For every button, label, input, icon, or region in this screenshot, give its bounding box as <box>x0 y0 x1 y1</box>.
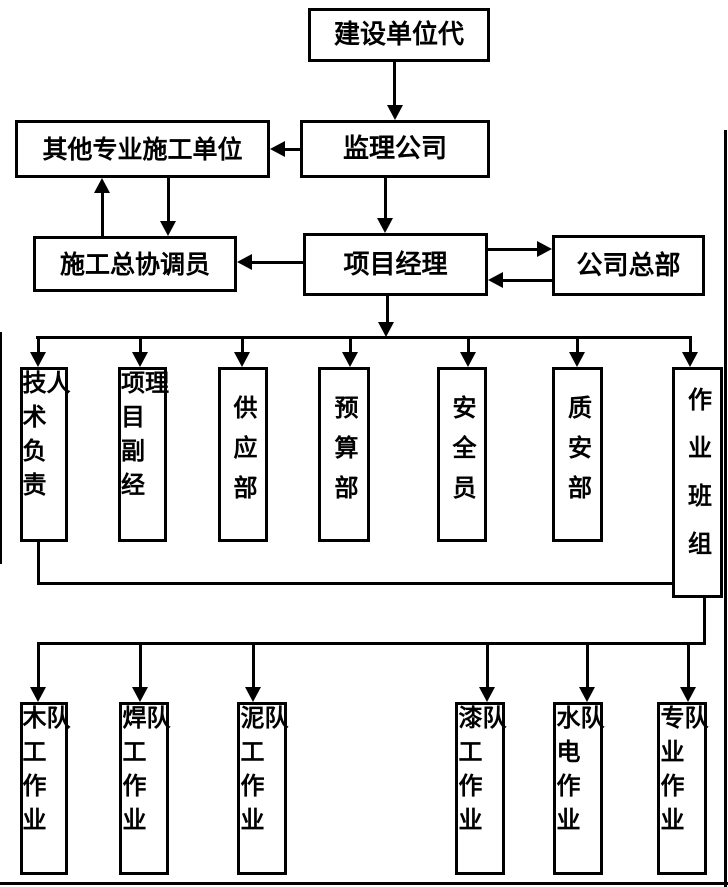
arrowhead-left <box>270 141 285 157</box>
node-plumbing-electrical-team: 水电作业队 <box>552 702 604 875</box>
arrowhead-right <box>537 241 552 257</box>
connector-line <box>503 279 552 282</box>
connector-line <box>576 339 579 353</box>
connector-line <box>687 645 690 688</box>
node-welding-team-label: 焊工作业队 <box>118 705 170 841</box>
connector-line <box>241 339 244 353</box>
arrowhead-down <box>234 352 250 367</box>
connector-line <box>486 645 489 688</box>
arrowhead-down <box>378 322 394 337</box>
node-masonry-team-label: 泥工作业队 <box>236 705 288 841</box>
node-company-headquarters: 公司总部 <box>552 235 705 296</box>
node-quality-safety-dept: 质安部 <box>552 367 603 542</box>
node-specialty-team-label: 专业作业队 <box>656 705 708 841</box>
arrowhead-left <box>237 254 252 270</box>
node-other-specialty-contractors: 其他专业施工单位 <box>15 120 270 178</box>
arrowhead-down <box>132 352 148 367</box>
connector-line <box>349 339 352 353</box>
node-construction-coordinator: 施工总协调员 <box>33 236 237 292</box>
arrowhead-down <box>569 352 585 367</box>
connector-line <box>139 339 142 353</box>
node-supply-dept-label: 供应部 <box>229 394 257 515</box>
node-painting-team: 漆工作业队 <box>454 702 506 875</box>
node-supply-dept: 供应部 <box>218 367 268 542</box>
node-supervision-company-label: 监理公司 <box>342 134 447 164</box>
arrowhead-left <box>488 272 503 288</box>
connector-line <box>101 192 104 236</box>
node-carpentry-team: 木工作业队 <box>18 702 70 875</box>
connector-line <box>703 598 706 644</box>
connector-line <box>37 582 673 585</box>
arrowhead-down <box>245 687 261 702</box>
connector-line <box>252 261 303 264</box>
node-quality-safety-dept-label: 质安部 <box>563 394 592 515</box>
connector-line <box>467 339 470 353</box>
node-work-teams: 作业班组 <box>672 367 723 598</box>
node-budget-dept-label: 预算部 <box>330 394 358 515</box>
connector-line <box>689 339 692 353</box>
connector-line <box>488 248 538 251</box>
connector-line <box>586 645 589 688</box>
connector-line <box>252 645 255 688</box>
node-carpentry-team-label: 木工作业队 <box>18 705 70 841</box>
connector-line <box>384 178 387 219</box>
node-deputy-project-manager: 项目副经理 <box>116 367 169 542</box>
arrowhead-down <box>160 221 176 236</box>
node-construction-coordinator-label: 施工总协调员 <box>59 249 210 279</box>
node-specialty-team: 专业作业队 <box>656 702 708 875</box>
arrowhead-down <box>387 105 403 120</box>
arrowhead-down <box>30 687 46 702</box>
node-other-specialty-contractors-label: 其他专业施工单位 <box>42 134 243 164</box>
connector-line <box>37 645 40 688</box>
connector-line <box>386 296 389 323</box>
node-masonry-team: 泥工作业队 <box>236 702 288 875</box>
node-safety-officer: 安全员 <box>437 367 487 542</box>
page-border-left <box>0 332 2 564</box>
node-budget-dept: 预算部 <box>318 367 370 542</box>
node-plumbing-electrical-team-label: 水电作业队 <box>552 705 604 841</box>
connector-line <box>393 62 396 106</box>
arrowhead-down <box>579 687 595 702</box>
connector-bus-line <box>37 642 706 645</box>
arrowhead-down <box>132 687 148 702</box>
arrowhead-down <box>680 687 696 702</box>
connector-line <box>139 645 142 688</box>
arrowhead-down <box>342 352 358 367</box>
arrowhead-up <box>94 178 110 193</box>
connector-line <box>167 178 170 222</box>
connector-line <box>37 339 40 353</box>
page-border-bottom <box>0 882 728 885</box>
node-technical-director-label: 技术负责人 <box>18 370 70 506</box>
arrowhead-down <box>377 218 393 233</box>
node-construction-unit-label: 建设单位代 <box>333 20 464 50</box>
node-company-headquarters-label: 公司总部 <box>576 250 681 281</box>
connector-line <box>284 148 300 151</box>
arrowhead-down <box>479 687 495 702</box>
connector-bus-line <box>36 336 692 339</box>
node-project-manager-label: 项目经理 <box>343 249 448 280</box>
arrowhead-down <box>30 352 46 367</box>
node-painting-team-label: 漆工作业队 <box>454 705 506 841</box>
arrowhead-down <box>682 352 698 367</box>
node-welding-team: 焊工作业队 <box>118 702 170 875</box>
connector-line <box>37 542 40 585</box>
node-deputy-project-manager-label: 项目副经理 <box>116 370 169 506</box>
node-construction-unit: 建设单位代 <box>308 8 490 62</box>
arrowhead-down <box>460 352 476 367</box>
node-work-teams-label: 作业班组 <box>683 386 712 579</box>
node-technical-director: 技术负责人 <box>18 367 70 542</box>
node-project-manager: 项目经理 <box>303 233 488 296</box>
page-border-right <box>724 130 727 887</box>
node-safety-officer-label: 安全员 <box>448 394 476 515</box>
node-supervision-company: 监理公司 <box>300 120 490 178</box>
